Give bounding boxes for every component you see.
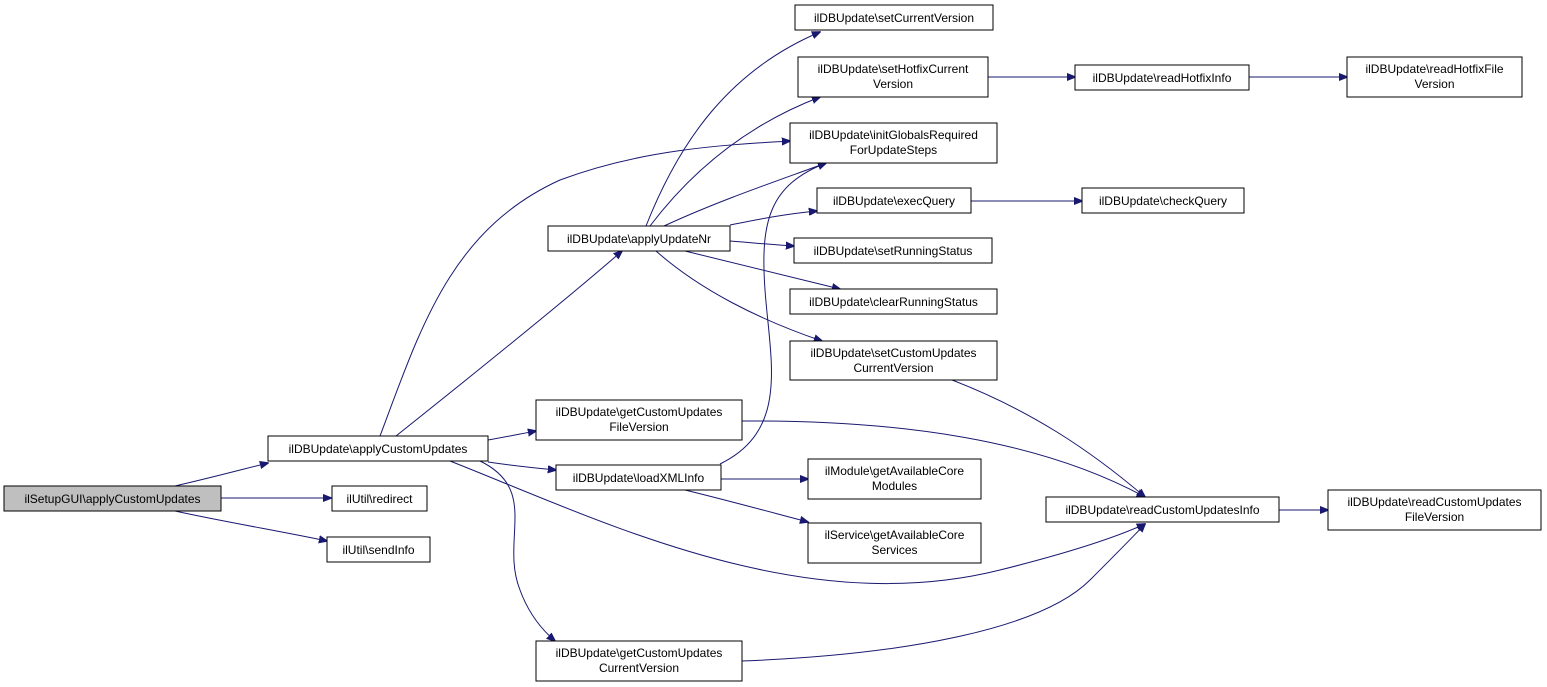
node-label: ilDBUpdate\applyUpdateNr: [567, 232, 711, 246]
node-label-line1: ilDBUpdate\getCustomUpdates: [556, 646, 723, 660]
edge-applyCustomUpdates-to-initGlobals: [379, 141, 790, 437]
node-setCustomUpdatesCurrentVersion[interactable]: ilDBUpdate\setCustomUpdates CurrentVersi…: [789, 340, 998, 381]
node-label: ilDBUpdate\setCurrentVersion: [814, 11, 974, 25]
edge-applyCustomUpdates-to-getCustomUpdatesCurrentVersion: [479, 460, 555, 641]
node-label: ilDBUpdate\checkQuery: [1099, 194, 1227, 208]
node-getAvailableCoreServices[interactable]: ilService\getAvailableCore Services: [807, 522, 982, 564]
node-label: ilUtil\sendInfo: [342, 543, 414, 557]
node-label-line2: Services: [871, 543, 917, 557]
node-label: ilDBUpdate\clearRunningStatus: [809, 295, 978, 309]
node-label-line1: ilDBUpdate\readCustomUpdates: [1347, 495, 1521, 509]
node-loadXMLInfo[interactable]: ilDBUpdate\loadXMLInfo: [555, 464, 722, 491]
node-getCustomUpdatesFileVersion[interactable]: ilDBUpdate\getCustomUpdates FileVersion: [535, 399, 743, 441]
edge-setCustomUpdatesCurrentVersion-to-readCustomUpdatesInfo: [951, 379, 1145, 497]
node-readCustomUpdatesInfo[interactable]: ilDBUpdate\readCustomUpdatesInfo: [1045, 496, 1280, 523]
node-label: ilDBUpdate\applyCustomUpdates: [289, 442, 468, 456]
edge-applyUpdateNr-to-execQuery: [729, 211, 817, 226]
node-label-line1: ilDBUpdate\readHotfixFile: [1365, 62, 1503, 76]
node-label: ilDBUpdate\readHotfixInfo: [1093, 71, 1232, 85]
node-setCurrentVersion[interactable]: ilDBUpdate\setCurrentVersion: [794, 4, 994, 31]
edge-getCustomUpdatesCurrentVersion-to-readCustomUpdatesInfo: [741, 524, 1145, 662]
node-setRunningStatus[interactable]: ilDBUpdate\setRunningStatus: [793, 237, 993, 264]
node-label-line1: ilDBUpdate\initGlobalsRequired: [809, 128, 978, 142]
edges: [174, 32, 1347, 662]
node-label: ilSetupGUI\applyCustomUpdates: [24, 492, 200, 506]
edge-applyCustomUpdates-to-applyUpdateNr: [395, 251, 622, 437]
node-label-line1: ilDBUpdate\getCustomUpdates: [556, 405, 723, 419]
node-getAvailableCoreModules[interactable]: ilModule\getAvailableCore Modules: [807, 458, 982, 500]
node-readHotfixFileVersion[interactable]: ilDBUpdate\readHotfixFile Version: [1346, 56, 1523, 98]
node-sendInfo[interactable]: ilUtil\sendInfo: [326, 536, 431, 563]
edge-root-to-applyCustomUpdates: [174, 463, 268, 487]
edge-applyUpdateNr-to-setCustomUpdatesCurrentVersion: [655, 250, 822, 341]
node-getCustomUpdatesCurrentVersion[interactable]: ilDBUpdate\getCustomUpdates CurrentVersi…: [535, 640, 743, 682]
edge-applyUpdateNr-to-setCurrentVersion: [645, 32, 820, 227]
node-label-line2: CurrentVersion: [599, 661, 679, 675]
node-label-line2: Version: [873, 77, 913, 91]
nodes: ilSetupGUI\applyCustomUpdates ilDBUpdate…: [3, 4, 1542, 682]
node-label-line2: FileVersion: [1405, 510, 1464, 524]
node-label-line1: ilModule\getAvailableCore: [825, 464, 965, 478]
edge-applyUpdateNr-to-setHotfixCurrentVersion: [649, 97, 820, 227]
node-label-line2: Version: [1414, 77, 1454, 91]
edge-loadXMLInfo-to-initGlobals: [719, 163, 826, 465]
node-setHotfixCurrentVersion[interactable]: ilDBUpdate\setHotfixCurrent Version: [797, 56, 989, 98]
node-root[interactable]: ilSetupGUI\applyCustomUpdates: [3, 485, 222, 512]
node-checkQuery[interactable]: ilDBUpdate\checkQuery: [1081, 187, 1245, 214]
node-label: ilDBUpdate\execQuery: [833, 194, 955, 208]
node-readCustomUpdatesFileVersion[interactable]: ilDBUpdate\readCustomUpdates FileVersion: [1327, 489, 1542, 531]
node-label-line2: FileVersion: [609, 420, 668, 434]
node-clearRunningStatus[interactable]: ilDBUpdate\clearRunningStatus: [789, 288, 998, 315]
node-label: ilUtil\redirect: [346, 492, 413, 506]
node-applyCustomUpdates[interactable]: ilDBUpdate\applyCustomUpdates: [267, 435, 489, 462]
edge-applyCustomUpdates-to-getCustomUpdatesFileVersion: [487, 431, 536, 441]
node-execQuery[interactable]: ilDBUpdate\execQuery: [816, 187, 972, 214]
node-readHotfixInfo[interactable]: ilDBUpdate\readHotfixInfo: [1074, 64, 1250, 91]
node-label-line1: ilService\getAvailableCore: [825, 528, 965, 542]
edge-loadXMLInfo-to-getAvailableCoreServices: [684, 489, 808, 522]
edge-root-to-sendInfo: [174, 510, 327, 541]
edge-applyCustomUpdates-to-readCustomUpdatesInfo: [449, 460, 1145, 585]
edge-applyCustomUpdates-to-loadXMLInfo: [487, 461, 556, 470]
node-initGlobalsRequiredForUpdateSteps[interactable]: ilDBUpdate\initGlobalsRequired ForUpdate…: [789, 122, 998, 164]
edge-applyUpdateNr-to-initGlobals: [663, 163, 826, 227]
node-label: ilDBUpdate\readCustomUpdatesInfo: [1065, 503, 1259, 517]
node-label: ilDBUpdate\loadXMLInfo: [573, 471, 705, 485]
node-label: ilDBUpdate\setRunningStatus: [814, 244, 973, 258]
node-label-line2: ForUpdateSteps: [850, 143, 937, 157]
node-label-line2: Modules: [872, 479, 917, 493]
node-redirect[interactable]: ilUtil\redirect: [331, 485, 428, 512]
node-label-line1: ilDBUpdate\setHotfixCurrent: [818, 62, 969, 76]
edge-getCustomUpdatesFileVersion-to-readCustomUpdatesInfo: [741, 420, 1145, 497]
node-label-line2: CurrentVersion: [853, 361, 933, 375]
edge-applyUpdateNr-to-setRunningStatus: [729, 240, 794, 246]
node-applyUpdateNr[interactable]: ilDBUpdate\applyUpdateNr: [547, 225, 731, 252]
node-label-line1: ilDBUpdate\setCustomUpdates: [810, 346, 976, 360]
